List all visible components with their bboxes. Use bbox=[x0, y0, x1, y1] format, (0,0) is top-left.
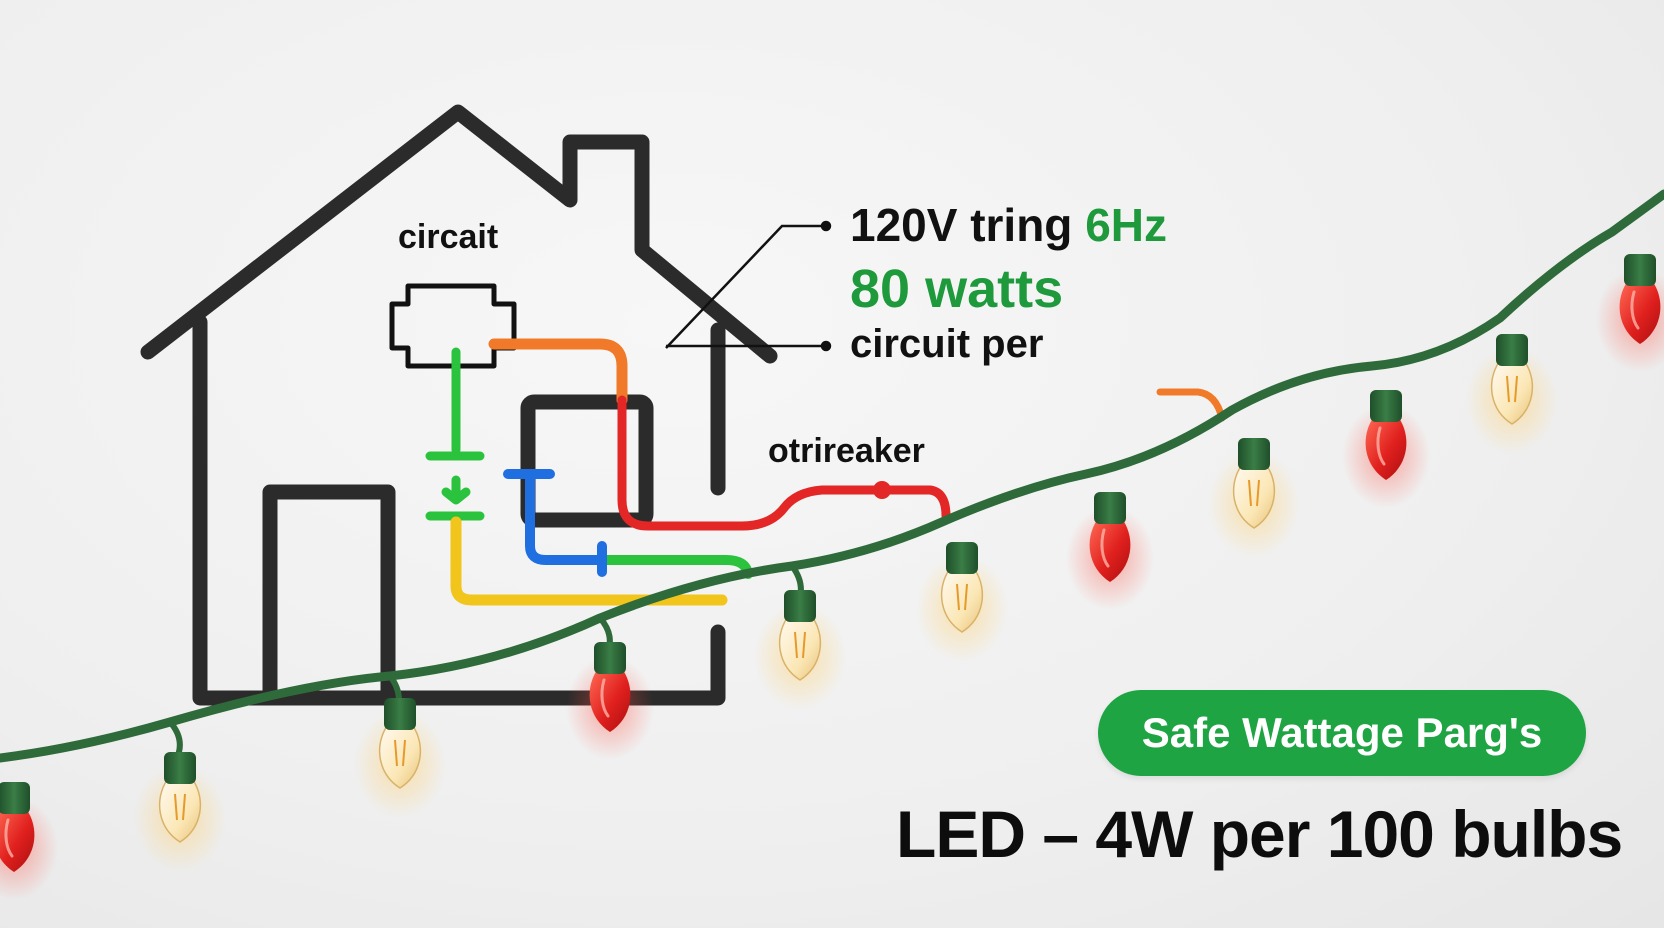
bulb bbox=[564, 640, 656, 762]
wire-yellow bbox=[450, 516, 728, 606]
wire-red-node bbox=[873, 481, 891, 499]
wire-red bbox=[617, 395, 951, 531]
bulb bbox=[1594, 252, 1664, 374]
bulb bbox=[753, 589, 847, 711]
spec-voltage-line: 120V tring 6Hz bbox=[850, 198, 1167, 252]
wire-orange-stub bbox=[1156, 388, 1226, 422]
bulb bbox=[1340, 388, 1432, 510]
string-lights-icon bbox=[0, 189, 1664, 902]
led-wattage-caption: LED – 4W per 100 bulbs bbox=[896, 797, 1623, 871]
circuit-label: circait bbox=[398, 218, 499, 256]
bulb bbox=[1207, 437, 1301, 559]
breaker-box-icon bbox=[389, 283, 517, 369]
bulb bbox=[353, 697, 447, 819]
spec-watts-line: 80 watts bbox=[850, 259, 1064, 319]
house-wiring bbox=[425, 338, 1226, 606]
callout-lines bbox=[665, 220, 832, 352]
bulb bbox=[915, 541, 1009, 663]
safe-wattage-badge: Safe Wattage Parg's bbox=[1098, 690, 1586, 776]
bulb bbox=[133, 751, 227, 873]
breaker-label: otrireaker bbox=[768, 432, 925, 470]
spec-frequency-text: 6Hz bbox=[1085, 199, 1168, 251]
bulb bbox=[1064, 490, 1156, 612]
wire-green bbox=[425, 347, 485, 521]
light-cord bbox=[0, 189, 1664, 763]
spec-circuit-line: circuit per bbox=[850, 322, 1044, 366]
bulb bbox=[0, 780, 60, 902]
wire-blue bbox=[503, 469, 607, 577]
bulb bbox=[1465, 333, 1559, 455]
wire-orange bbox=[488, 338, 628, 406]
house-outline-icon bbox=[140, 104, 778, 706]
spec-voltage-text: 120V tring bbox=[850, 199, 1086, 251]
